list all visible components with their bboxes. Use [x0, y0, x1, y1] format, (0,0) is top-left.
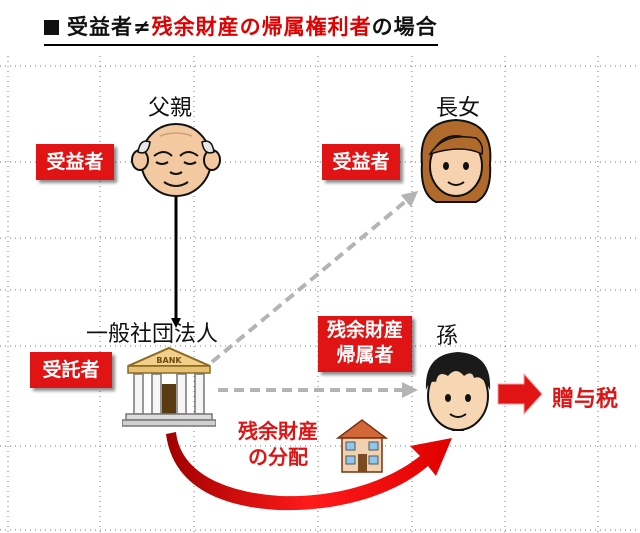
grandchild-label: 孫 — [436, 324, 459, 349]
title-suffix: の場合 — [371, 15, 438, 39]
distribution-label: 残余財産 の分配 — [238, 418, 318, 470]
title-highlight: 残余財産の帰属権利者 — [151, 15, 372, 39]
page-title: 受益者≠残余財産の帰属権利者の場合 — [44, 12, 438, 46]
grandchild-role-badge: 残余財産 帰属者 — [318, 316, 412, 372]
arrow-right-icon — [497, 372, 543, 416]
grandfather-icon — [131, 123, 221, 197]
house-icon — [335, 419, 389, 473]
father-role-badge: 受益者 — [36, 144, 114, 180]
grandchild-role-line2: 帰属者 — [336, 344, 394, 366]
daughter-role-badge: 受益者 — [322, 144, 400, 180]
daughter-label: 長女 — [436, 96, 481, 121]
distribution-line2: の分配 — [248, 445, 308, 469]
trustee-role-badge: 受託者 — [30, 352, 112, 388]
woman-icon — [420, 118, 492, 203]
grandchild-role-line1: 残余財産 — [326, 319, 403, 341]
square-bullet-icon — [44, 20, 59, 35]
distribution-line1: 残余財産 — [238, 419, 318, 443]
trustee-label: 一般社団法人 — [86, 322, 219, 347]
title-prefix: 受益者≠ — [67, 15, 152, 39]
gift-tax-label: 贈与税 — [552, 387, 619, 412]
bank-sign: BANK — [156, 356, 182, 365]
arrow-trustee-to-daughter — [210, 190, 419, 364]
boy-icon — [425, 352, 491, 431]
bank-icon: BANK — [122, 346, 216, 427]
father-label: 父親 — [148, 96, 193, 121]
distribution-curved-arrow — [166, 432, 452, 511]
